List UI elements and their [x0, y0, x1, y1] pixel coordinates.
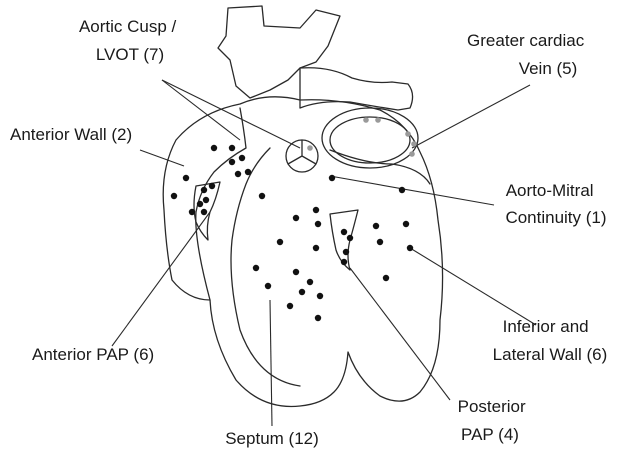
leader-lines [112, 80, 536, 426]
label-septum: Septum (12) [225, 429, 319, 448]
vein-dot [363, 117, 369, 123]
site-dot [407, 245, 413, 251]
label-aortic-cusp-line2: LVOT (7) [96, 45, 164, 64]
site-dot [329, 175, 335, 181]
leader-aorto-mitral [330, 176, 494, 205]
site-dot [317, 293, 323, 299]
leader-inferior-lateral [410, 248, 536, 325]
label-aortic-cusp: Aortic Cusp / LVOT (7) [79, 17, 181, 64]
label-posterior-pap-line1: Posterior [458, 397, 526, 416]
label-inferior-lateral: Inferior and Lateral Wall (6) [493, 317, 608, 364]
label-aorto-mitral-line1: Aorto-Mitral [506, 181, 594, 200]
vein-dot [307, 145, 313, 151]
mitral-annulus-inner [330, 117, 410, 163]
label-vein-line2: Vein (5) [519, 59, 578, 78]
site-dot [203, 197, 209, 203]
site-dot [403, 221, 409, 227]
leader-aortic-2 [162, 80, 300, 148]
label-vein-line1: Greater cardiac [467, 31, 585, 50]
label-anterior-pap: Anterior PAP (6) [32, 345, 154, 364]
leader-vein [412, 85, 530, 148]
site-dot [171, 193, 177, 199]
septal-contour [231, 148, 300, 386]
leader-anterior-wall [140, 150, 184, 166]
site-dot [293, 215, 299, 221]
site-dot [197, 201, 203, 207]
site-dot [265, 283, 271, 289]
site-dot [343, 249, 349, 255]
label-posterior-pap-line2: PAP (4) [461, 425, 519, 444]
site-dot [299, 289, 305, 295]
label-inferior-line1: Inferior and [503, 317, 589, 336]
site-dot [341, 229, 347, 235]
site-dot [229, 145, 235, 151]
site-dot [229, 159, 235, 165]
label-inferior-line2: Lateral Wall (6) [493, 345, 608, 364]
site-dot [239, 155, 245, 161]
vein-dot [405, 131, 411, 137]
site-dot [201, 187, 207, 193]
label-aorto-mitral: Aorto-Mitral Continuity (1) [505, 181, 606, 227]
leader-posterior-pap [350, 268, 450, 400]
site-dot [259, 193, 265, 199]
site-dot [315, 315, 321, 321]
site-dot [277, 239, 283, 245]
label-anterior-wall: Anterior Wall (2) [10, 125, 132, 144]
label-aorto-mitral-line2: Continuity (1) [505, 208, 606, 227]
site-dot [245, 169, 251, 175]
site-dot [341, 259, 347, 265]
leader-septum [270, 300, 272, 426]
site-dot [293, 269, 299, 275]
vein-dot [411, 141, 417, 147]
site-dot [377, 239, 383, 245]
site-dot [373, 223, 379, 229]
site-dot [253, 265, 259, 271]
site-dot [313, 207, 319, 213]
site-dot [383, 275, 389, 281]
vein-dot [409, 151, 415, 157]
anterior-wall-contour [196, 108, 246, 300]
vein-dot [375, 117, 381, 123]
site-dot [313, 245, 319, 251]
site-dot [183, 175, 189, 181]
site-dot [399, 187, 405, 193]
site-dot [189, 209, 195, 215]
site-dot [307, 279, 313, 285]
site-dot [315, 221, 321, 227]
leader-anterior-pap [112, 212, 210, 346]
label-aortic-cusp-line1: Aortic Cusp / [79, 17, 177, 36]
label-posterior-pap: Posterior PAP (4) [458, 397, 531, 444]
label-greater-cardiac-vein: Greater cardiac Vein (5) [467, 31, 589, 78]
site-dot [209, 183, 215, 189]
site-dot [347, 235, 353, 241]
site-dot [235, 171, 241, 177]
site-dot [211, 145, 217, 151]
site-dot [201, 209, 207, 215]
site-dot [287, 303, 293, 309]
leader-aortic-1 [162, 80, 240, 140]
